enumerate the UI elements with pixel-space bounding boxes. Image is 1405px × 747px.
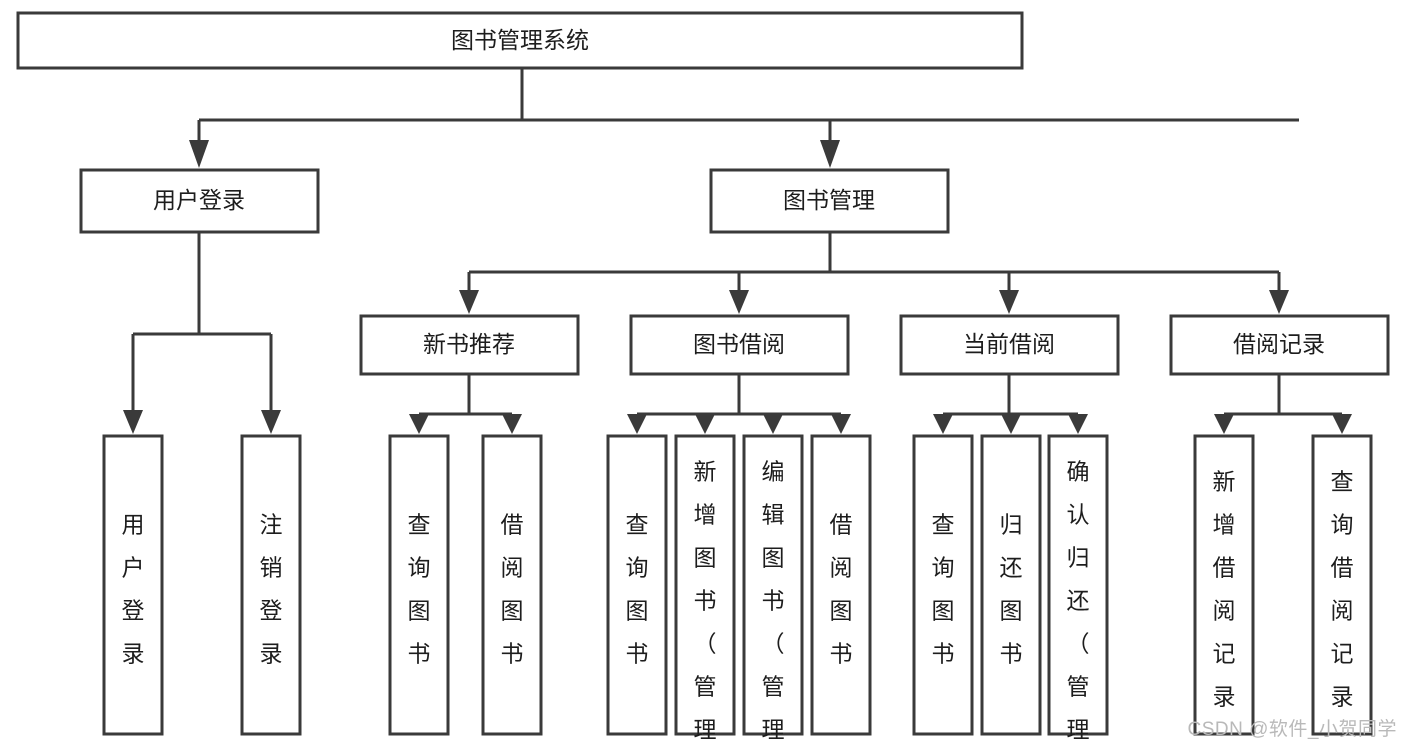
leaf-node-borrow-query-book[interactable]: 查询图书 [606,434,668,736]
leaf-box [388,434,450,736]
user-login-label: 用户登录 [153,187,245,213]
leaf-node-borrow-add-book[interactable]: 新增图书（管理员） [674,434,736,747]
leaf-box [742,434,804,736]
leaf-box [1193,434,1255,736]
arrow-head-icon [1269,290,1289,314]
leaf-node-recommend-borrow-book[interactable]: 借阅图书 [481,434,543,736]
current-borrow-box [899,314,1120,376]
arrow-head-icon [189,140,209,168]
leaf-label: 确认归还（管理员） [1067,459,1090,747]
leaf-box [980,434,1042,736]
arrow-head-icon [933,414,953,434]
leaf-node-user-login-login[interactable]: 用户登录 [102,434,164,736]
node-root[interactable]: 图书管理系统 [16,11,1024,70]
watermark: CSDN @软件_小贺同学 [1187,719,1397,740]
node-new-book-recommend[interactable]: 新书推荐 [359,314,580,376]
leaf-box [1311,434,1373,736]
node-book-management[interactable]: 图书管理 [709,168,950,234]
arrow-head-icon [123,410,143,434]
leaf-box [481,434,543,736]
connector-book-management-to-level3 [459,232,1289,314]
leaf-label: 查询借阅记录 [1331,469,1354,710]
leaf-label: 新增借阅记录 [1213,469,1236,710]
node-user-login[interactable]: 用户登录 [79,168,320,234]
leaf-box [606,434,668,736]
leaf-label: 借阅图书 [501,512,524,667]
arrow-head-icon [763,414,783,434]
leaf-label: 新增图书（管理员） [694,459,717,747]
leaf-label: 查询图书 [408,512,431,667]
connector-borrow-record-to-leaves [1214,374,1352,434]
arrow-head-icon [695,414,715,434]
node-current-borrow[interactable]: 当前借阅 [899,314,1120,376]
root-box [16,11,1024,70]
leaf-node-record-query-record[interactable]: 查询借阅记录 [1311,434,1373,736]
arrow-head-icon [261,410,281,434]
leaf-label: 编辑图书（管理员） [762,459,785,747]
arrow-head-icon [999,290,1019,314]
arrow-head-icon [627,414,647,434]
node-borrow-record[interactable]: 借阅记录 [1169,314,1390,376]
arrow-head-icon [1332,414,1352,434]
leaf-node-borrow-edit-book[interactable]: 编辑图书（管理员） [742,434,804,747]
leaf-node-record-add-record[interactable]: 新增借阅记录 [1193,434,1255,736]
borrow-record-label: 借阅记录 [1233,331,1325,357]
leaf-box [912,434,974,736]
leaf-box [102,434,164,736]
leaf-node-current-query-book[interactable]: 查询图书 [912,434,974,736]
connector-current-borrow-to-leaves [933,374,1088,434]
leaf-label: 用户登录 [122,512,145,667]
leaf-node-current-confirm-return[interactable]: 确认归还（管理员） [1047,434,1109,747]
leaf-node-borrow-borrow-book[interactable]: 借阅图书 [810,434,872,736]
new-book-recommend-label: 新书推荐 [423,331,515,357]
book-management-label: 图书管理 [783,187,875,213]
node-book-borrow[interactable]: 图书借阅 [629,314,850,376]
leaf-box [1047,434,1109,736]
leaf-box [240,434,302,736]
leaf-label: 借阅图书 [830,512,853,667]
arrow-head-icon [1001,414,1021,434]
leaf-label: 查询图书 [932,512,955,667]
arrow-head-icon [1068,414,1088,434]
leaf-node-recommend-query-book[interactable]: 查询图书 [388,434,450,736]
leaf-box [674,434,736,736]
connector-book-borrow-to-leaves [627,374,851,434]
arrow-head-icon [729,290,749,314]
arrow-head-icon [459,290,479,314]
root-label: 图书管理系统 [451,27,589,53]
leaf-label: 归还图书 [1000,512,1023,667]
arrow-head-icon [1214,414,1234,434]
arrow-head-icon [502,414,522,434]
connector-new-book-recommend-to-leaves [409,374,522,434]
leaf-label: 查询图书 [626,512,649,667]
new-book-recommend-box [359,314,580,376]
current-borrow-label: 当前借阅 [963,331,1055,357]
leaf-label: 注销登录 [260,512,283,667]
arrow-head-icon [409,414,429,434]
leaf-box [810,434,872,736]
arrow-head-icon [820,140,840,168]
user-login-box [79,168,320,234]
book-borrow-label: 图书借阅 [693,331,785,357]
leaf-node-current-return-book[interactable]: 归还图书 [980,434,1042,736]
connector-user-login-to-leaves [123,232,281,434]
leaf-node-user-login-logout[interactable]: 注销登录 [240,434,302,736]
arrow-head-icon [831,414,851,434]
connector-root-to-level2 [189,68,1299,168]
